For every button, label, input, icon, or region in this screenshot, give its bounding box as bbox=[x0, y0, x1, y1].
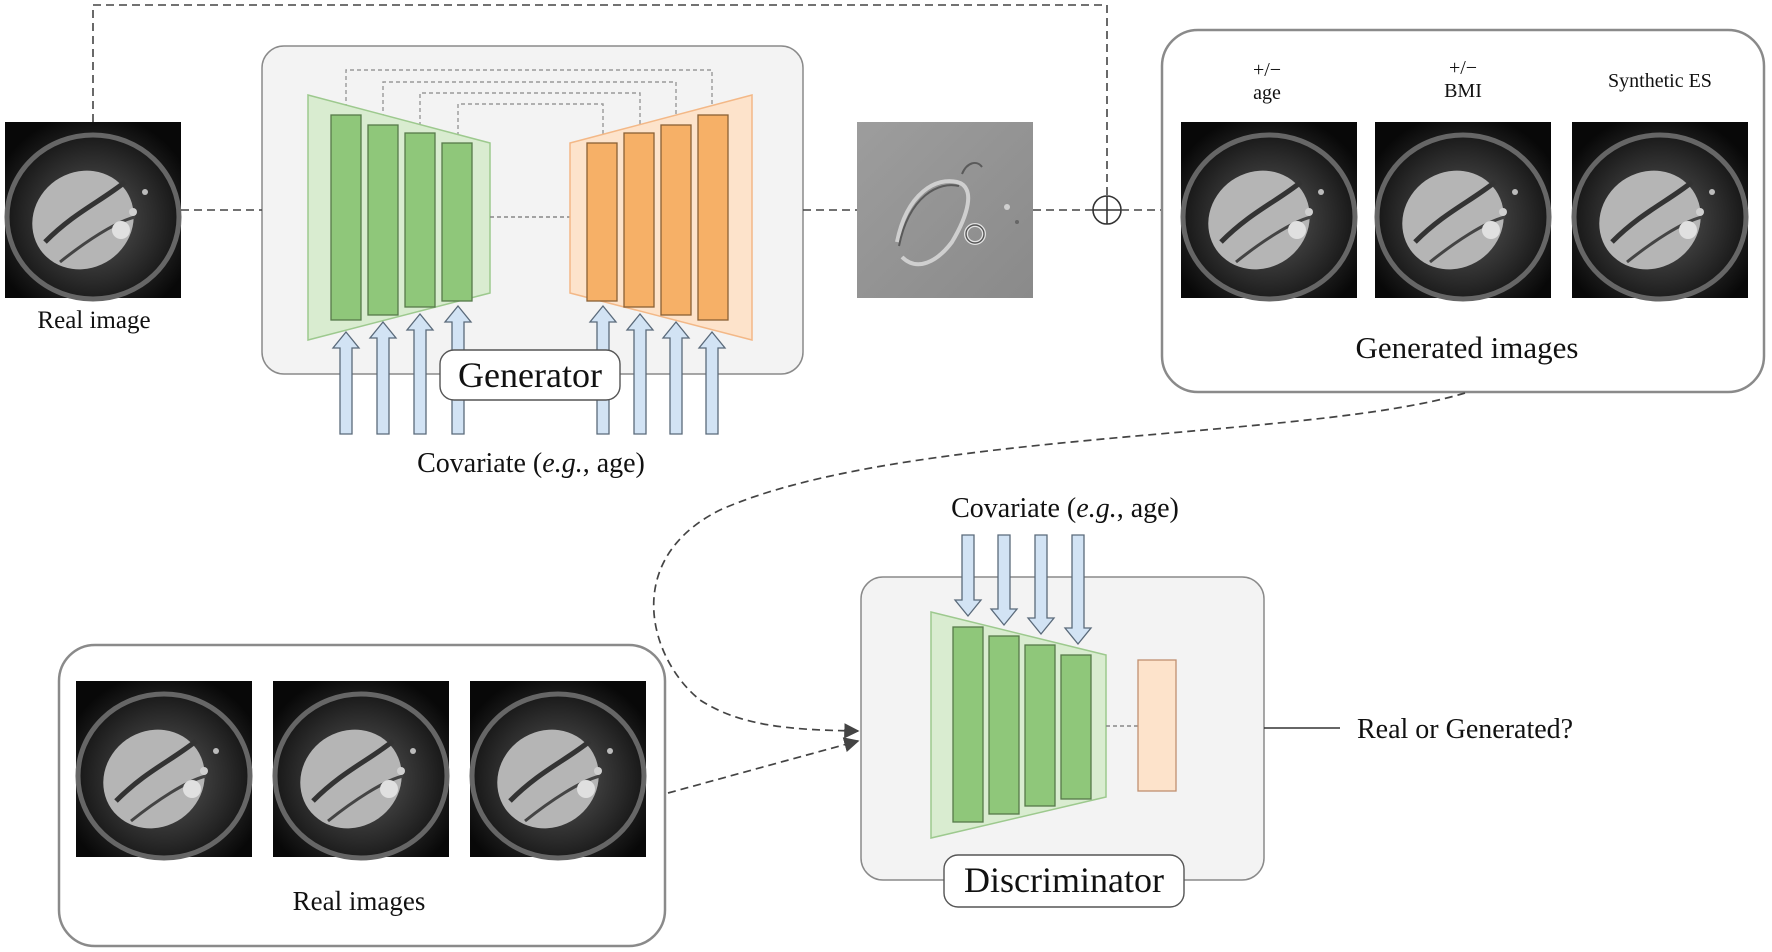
generated-images-panel: +/− age +/− BMI Synthetic ES Generated i… bbox=[1160, 28, 1766, 394]
real-sample-image-1 bbox=[76, 681, 252, 858]
generator-title: Generator bbox=[458, 355, 602, 395]
real-images-title: Real images bbox=[293, 886, 426, 916]
discriminator-covariate-arrows bbox=[953, 534, 1093, 646]
generated-col1-sign: +/− bbox=[1253, 59, 1281, 81]
sum-node bbox=[1092, 195, 1122, 225]
real-image-label: Real image bbox=[37, 307, 150, 334]
discriminator-encoder bbox=[930, 611, 1107, 839]
residual-connection bbox=[92, 4, 1108, 195]
generated-image-age bbox=[1181, 122, 1357, 299]
generator-encoder bbox=[307, 94, 491, 341]
generated-col2-label: BMI bbox=[1444, 80, 1482, 102]
discriminator-output-layer bbox=[1137, 659, 1177, 792]
discriminator-output-label: Real or Generated? bbox=[1357, 714, 1573, 745]
real-to-discriminator-path bbox=[667, 737, 860, 794]
discriminator-title: Discriminator bbox=[964, 860, 1164, 900]
skip-connections bbox=[345, 69, 713, 143]
generated-image-es bbox=[1572, 122, 1748, 299]
generator-covariate-label: Covariate (e.g., age) bbox=[417, 448, 645, 479]
generated-col3-label: Synthetic ES bbox=[1608, 70, 1712, 92]
discriminator-covariate-label: Covariate (e.g., age) bbox=[951, 493, 1179, 524]
real-input-image bbox=[5, 122, 181, 299]
real-images-panel: Real images bbox=[57, 643, 667, 948]
discriminator-label-pill bbox=[943, 854, 1185, 908]
generator-decoder bbox=[569, 94, 753, 341]
generated-to-discriminator-path bbox=[652, 392, 1466, 739]
generator-label-pill bbox=[439, 349, 621, 401]
discriminator-box: Discriminator bbox=[860, 534, 1265, 908]
real-sample-image-3 bbox=[470, 681, 646, 858]
real-sample-image-2 bbox=[273, 681, 449, 858]
generated-col2-sign: +/− bbox=[1449, 57, 1477, 79]
difference-map-image bbox=[857, 122, 1033, 298]
generator-box: Generator bbox=[261, 45, 804, 435]
generated-image-bmi bbox=[1375, 122, 1551, 299]
generated-col1-label: age bbox=[1253, 82, 1281, 104]
generated-images-title: Generated images bbox=[1356, 330, 1579, 365]
